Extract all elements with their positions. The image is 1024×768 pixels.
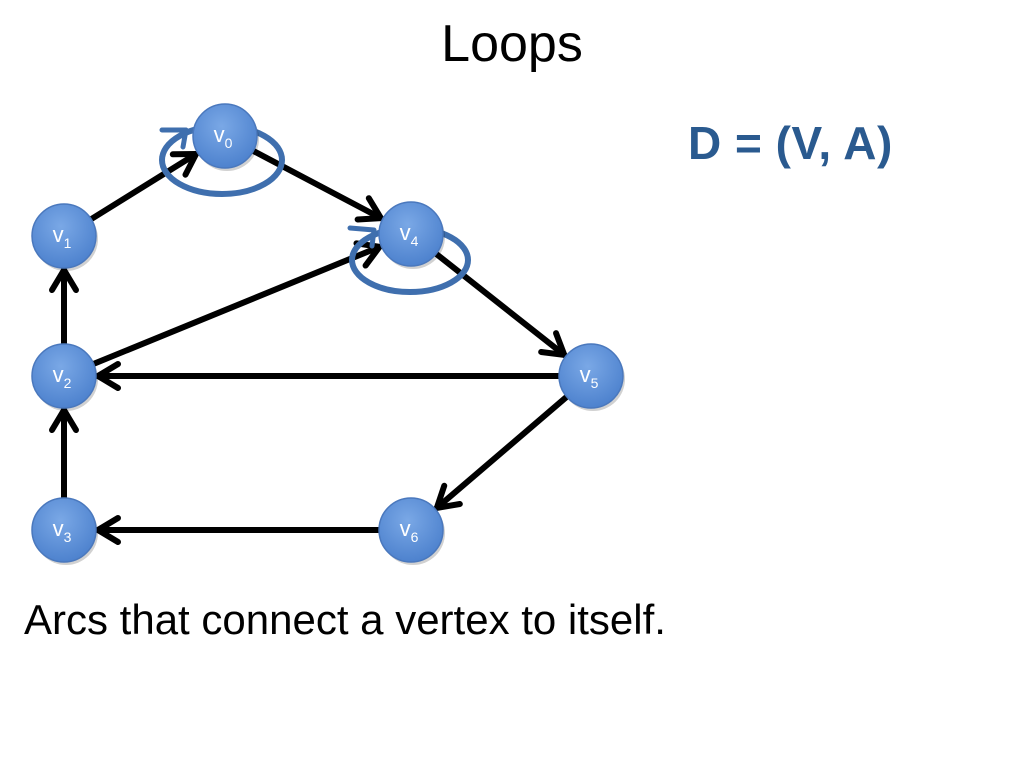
vertex-label-v2: v2 xyxy=(53,362,72,391)
arc-v0-v4 xyxy=(250,147,384,223)
vertex-v1: v1 xyxy=(31,203,98,271)
arc-v6-v3 xyxy=(95,515,382,545)
arc-v1-v0 xyxy=(88,150,200,223)
vertex-label-v4: v4 xyxy=(400,220,419,249)
vertex-label-v0: v0 xyxy=(214,122,233,151)
arc-v2-v4 xyxy=(90,240,383,367)
node-layer: v0 v1 v2 v3 v4 v5 v6 xyxy=(31,103,625,565)
vertex-v2: v2 xyxy=(31,343,98,411)
vertex-label-v6: v6 xyxy=(400,516,419,545)
vertex-v3: v3 xyxy=(31,497,98,565)
arc-layer xyxy=(49,147,570,545)
arc-v4-v5 xyxy=(433,250,568,358)
vertex-v5: v5 xyxy=(558,343,625,411)
vertex-v4: v4 xyxy=(378,201,445,269)
slide-title: Loops xyxy=(441,15,583,73)
vertex-label-v3: v3 xyxy=(53,516,72,545)
vertex-v0: v0 xyxy=(192,103,259,171)
vertex-v6: v6 xyxy=(378,497,445,565)
arc-v5-v2 xyxy=(95,361,562,391)
vertex-label-v5: v5 xyxy=(580,362,599,391)
definition-caption: Arcs that connect a vertex to itself. xyxy=(24,596,666,643)
arc-v3-v2 xyxy=(49,407,79,501)
digraph-formula: D = (V, A) xyxy=(688,117,893,169)
arc-v5-v6 xyxy=(433,393,570,511)
vertex-label-v1: v1 xyxy=(53,222,72,251)
arc-v2-v1 xyxy=(49,267,79,347)
